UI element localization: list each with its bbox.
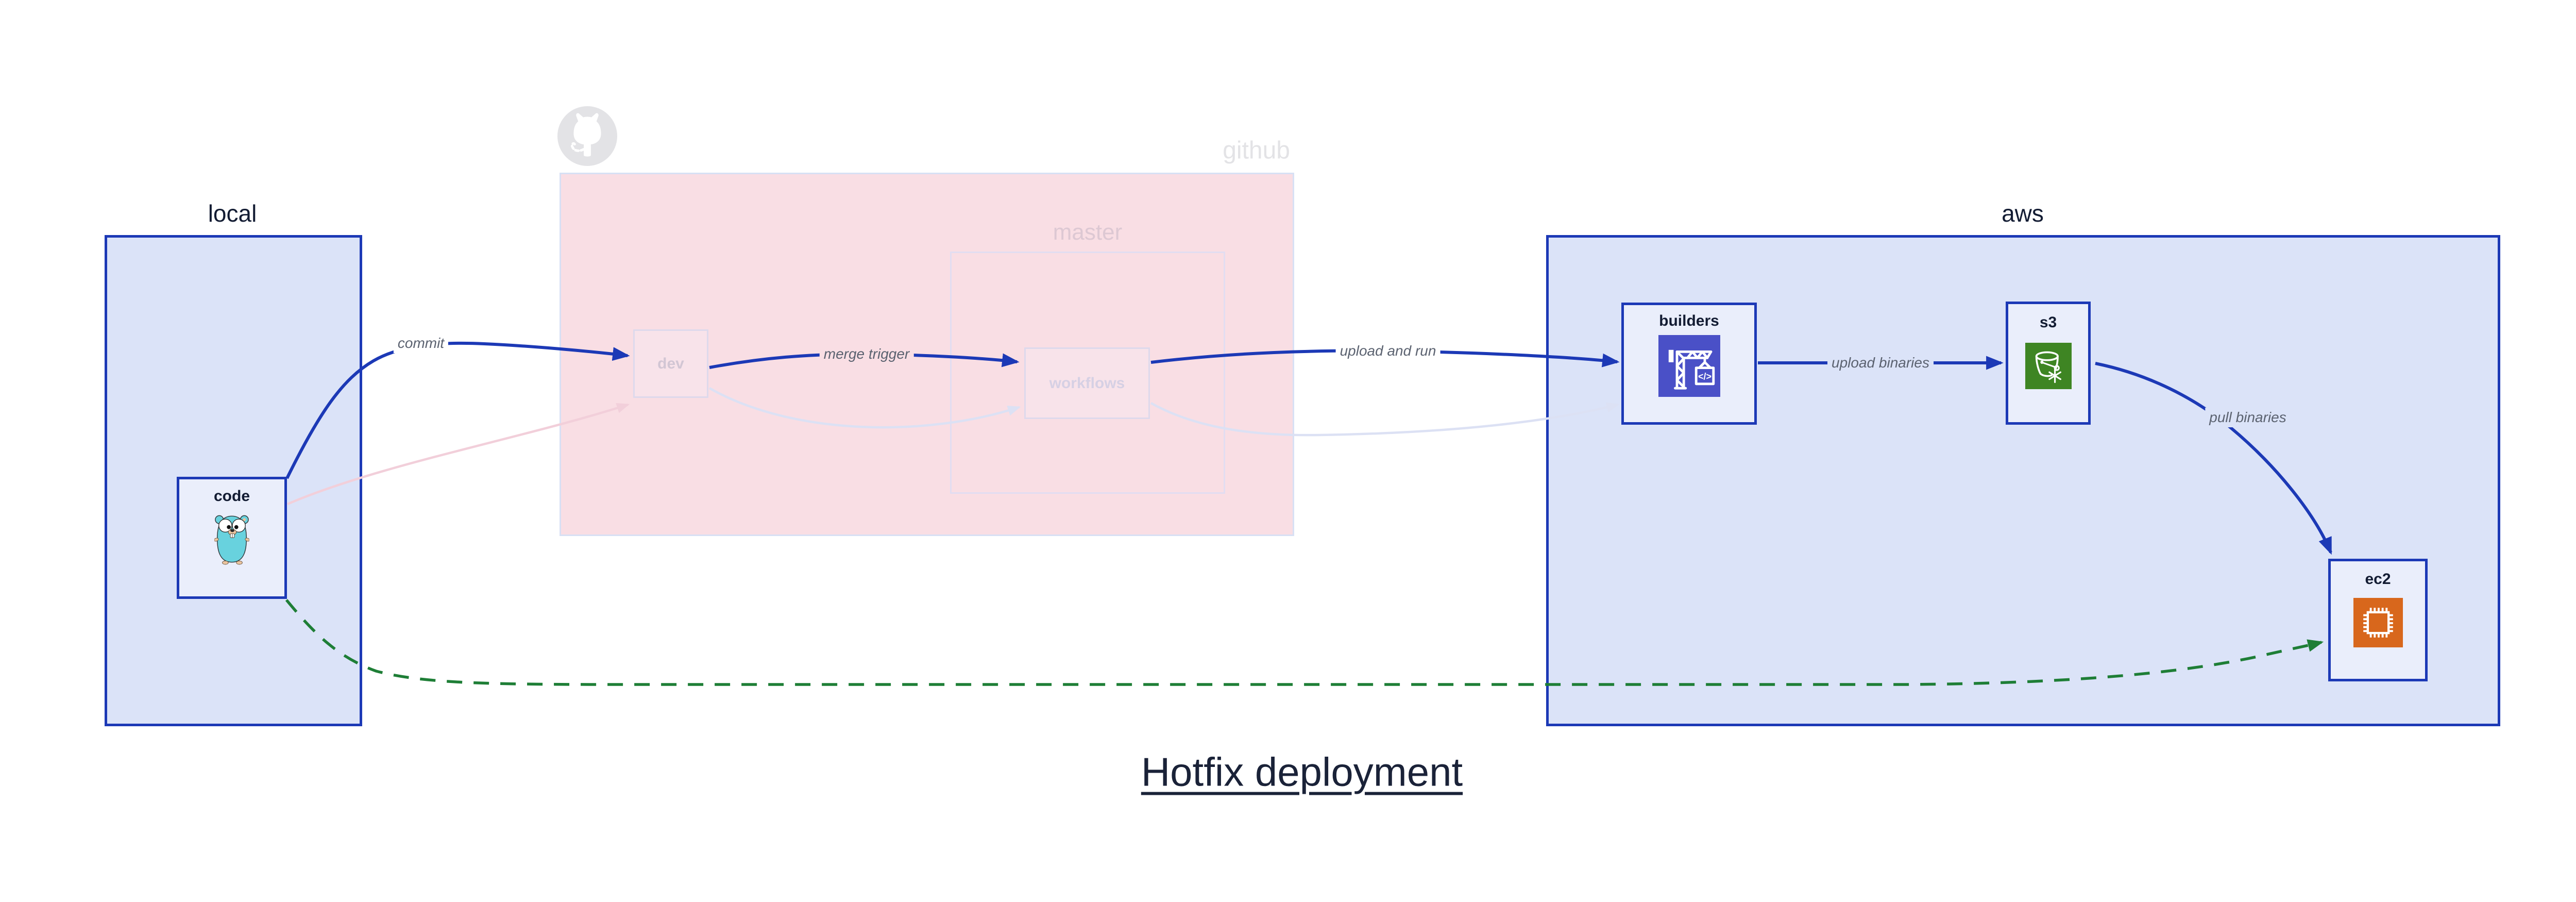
diagram-title: Hotfix deployment: [1141, 749, 1463, 795]
node-ec2: ec2: [2328, 559, 2428, 681]
github-octocat-icon: [557, 106, 618, 166]
edge-merge-trigger-label: merge trigger: [819, 344, 914, 364]
node-code: code: [177, 477, 287, 599]
s3-bucket-icon: [2025, 343, 2072, 389]
ec2-chip-icon: [2353, 598, 2403, 647]
codebuild-crane-icon: </>: [1658, 335, 1720, 397]
master-branch-label: master: [1053, 220, 1123, 245]
master-branch-box: [950, 252, 1225, 494]
node-builders: builders </>: [1621, 303, 1757, 425]
node-builders-label: builders: [1659, 312, 1719, 329]
go-gopher-icon: [214, 513, 249, 565]
node-code-label: code: [213, 488, 250, 505]
node-dev-label: dev: [657, 355, 684, 372]
node-dev: dev: [633, 329, 708, 398]
edge-commit-label: commit: [393, 333, 449, 353]
node-ec2-label: ec2: [2365, 571, 2391, 588]
edge-pull-binaries-label: pull binaries: [2205, 408, 2291, 427]
aws-region-label: aws: [2002, 200, 2044, 227]
node-s3-label: s3: [2039, 314, 2057, 331]
node-workflows-label: workflows: [1049, 374, 1125, 392]
node-s3: s3: [2006, 302, 2091, 425]
node-workflows: workflows: [1024, 347, 1150, 419]
local-region-label: local: [208, 200, 257, 227]
github-region-label: github: [1223, 137, 1290, 164]
svg-text:</>: </>: [1698, 371, 1711, 381]
edge-upload-and-run-label: upload and run: [1335, 341, 1440, 361]
edge-upload-binaries-label: upload binaries: [1827, 353, 1934, 373]
